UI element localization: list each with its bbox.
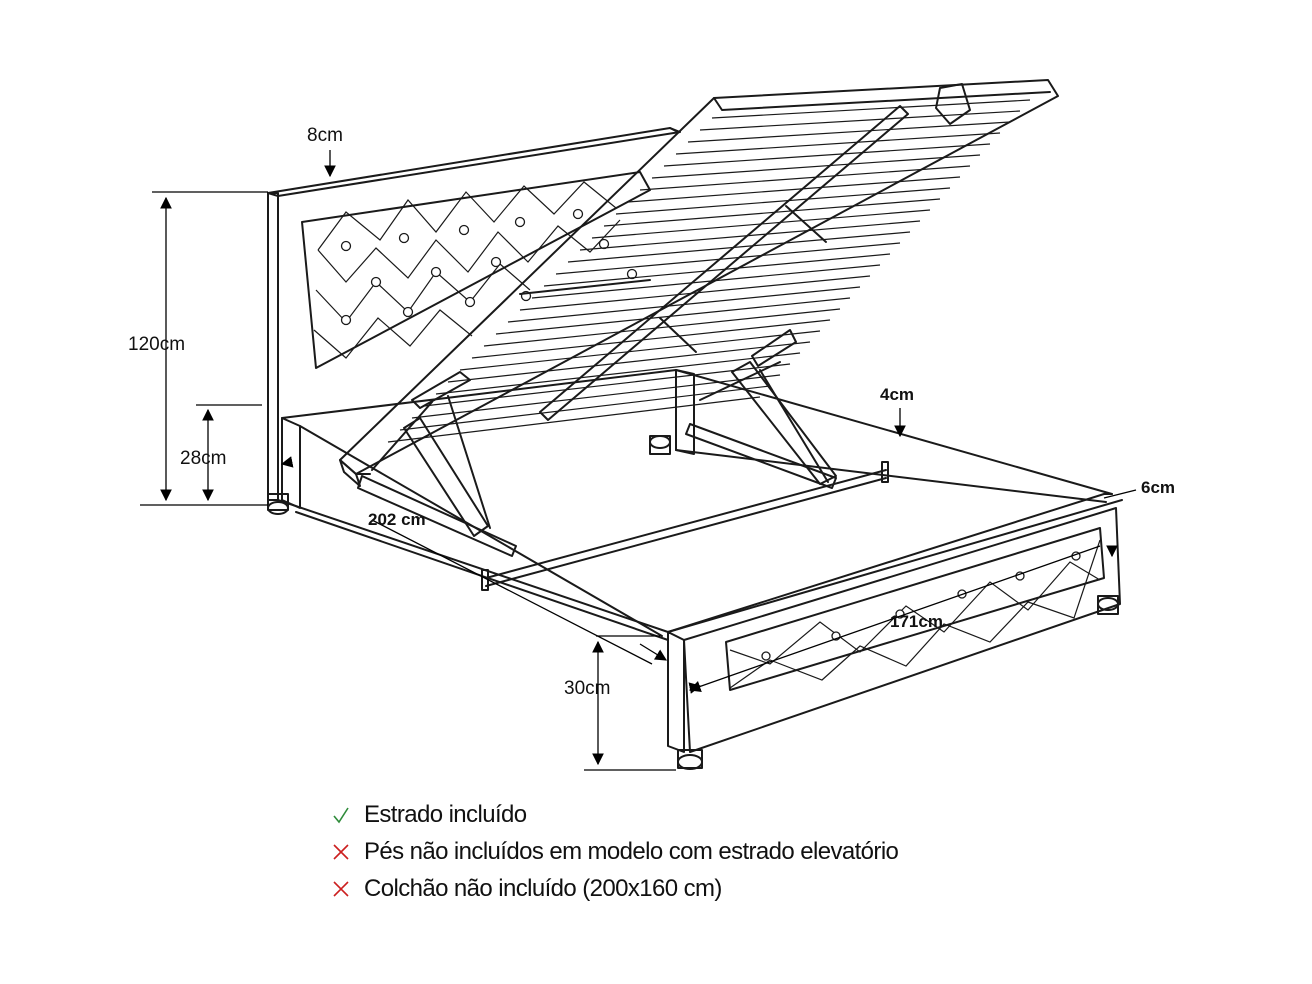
legend-text-slats: Estrado incluído xyxy=(364,800,527,828)
check-icon xyxy=(330,804,352,826)
headboard-panel xyxy=(301,171,651,369)
dim-foot-height: 30cm xyxy=(564,678,610,699)
legend-item-mattress: Colchão não incluído (200x160 cm) xyxy=(330,870,1090,907)
legend-item-feet: Pés não incluídos em modelo com estrado … xyxy=(330,833,1090,870)
legend-item-slats: Estrado incluído xyxy=(330,796,1090,833)
dim-side-thickness: 4cm xyxy=(880,385,914,404)
lifted-slat-base xyxy=(339,79,1059,487)
cross-icon xyxy=(330,878,352,900)
dim-length: 202 cm xyxy=(368,510,426,529)
dim-total-height: 120cm xyxy=(128,334,185,355)
legend: Estrado incluído Pés não incluídos em mo… xyxy=(330,796,1090,907)
legend-text-mattress: Colchão não incluído (200x160 cm) xyxy=(364,874,722,902)
dim-width: 171cm xyxy=(890,612,943,631)
bed-feet xyxy=(267,435,1119,770)
legend-text-feet: Pés não incluídos em modelo com estrado … xyxy=(364,837,899,865)
gas-lift-mechanism-right xyxy=(685,329,837,489)
bed-diagram: 8cm 120cm 28cm 202 cm 4cm 6cm 171cm 30cm xyxy=(128,79,1175,771)
cross-icon xyxy=(330,841,352,863)
dim-headboard-depth: 8cm xyxy=(307,125,343,146)
dimension-lines xyxy=(140,150,1137,771)
dim-foot-thickness: 6cm xyxy=(1141,478,1175,497)
dim-base-height: 28cm xyxy=(180,448,226,469)
